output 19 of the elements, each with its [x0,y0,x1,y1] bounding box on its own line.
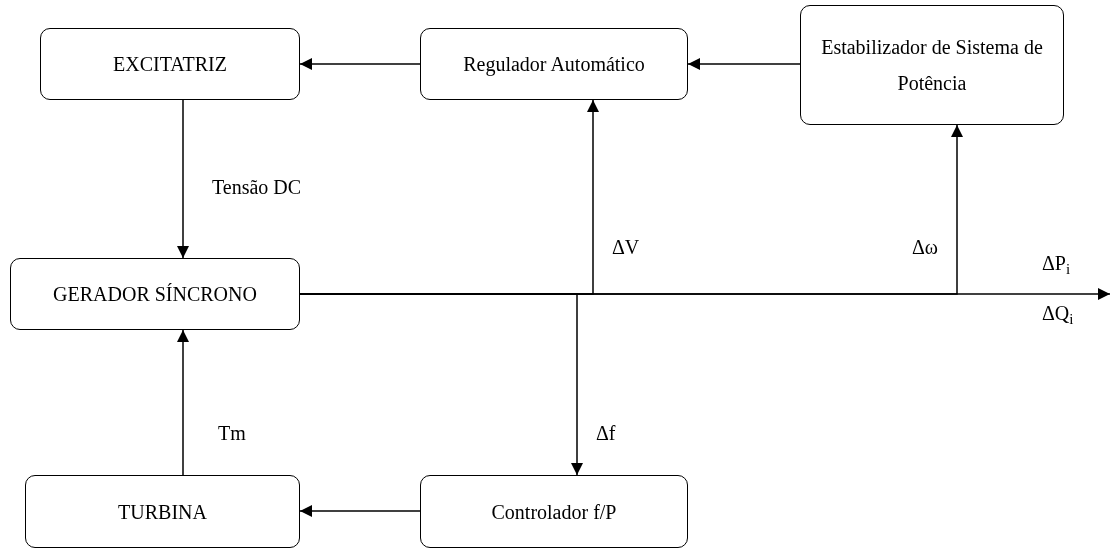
process-box [800,5,1064,125]
box-label: Regulador Automático [463,52,645,78]
arrow [687,58,801,70]
process-box [40,28,300,100]
box-label: EXCITATRIZ [113,52,227,77]
box-label: TURBINA [118,499,207,525]
arrow [299,58,421,70]
process-box [420,475,688,548]
arrow [177,329,189,476]
arrow [177,99,189,259]
box-label: Estabilizador de Sistema de Potência [820,35,1044,96]
process-box [420,28,688,100]
signal-label: ΔP$_{i}$ [1042,251,1071,278]
box-label: GERADOR SÍNCRONO [53,282,257,307]
process-box [10,258,300,330]
signal-label: ΔQ$_{i}$ [1042,301,1074,328]
process-box [25,475,300,548]
arrow [299,505,421,517]
box-label: Controlador f/P [491,499,617,525]
